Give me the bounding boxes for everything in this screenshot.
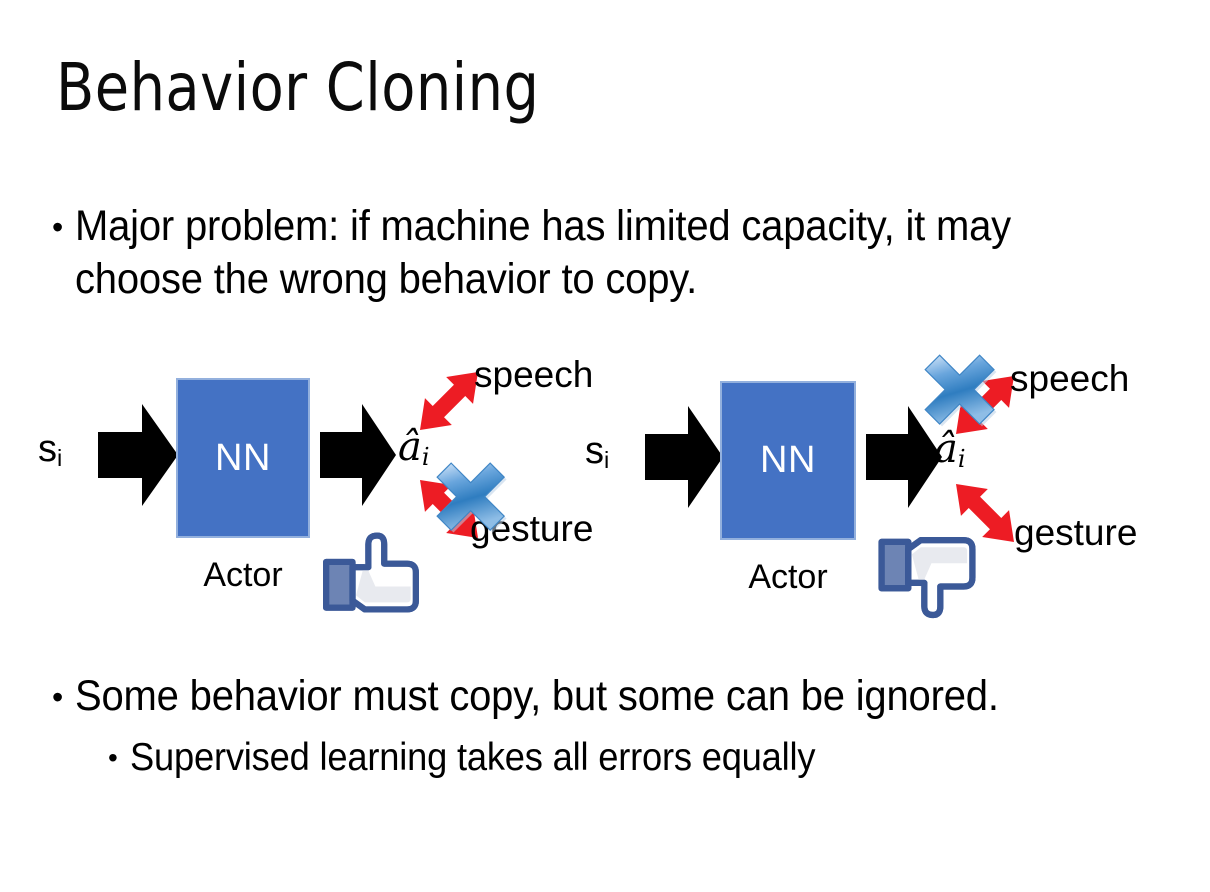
state-symbol: s — [38, 428, 57, 470]
state-subscript: i — [604, 447, 610, 474]
action-subscript: i — [421, 443, 430, 472]
nn-box-label: NN — [215, 436, 271, 479]
state-label-left: si — [38, 428, 62, 471]
nn-box-left: NN — [176, 378, 310, 538]
branch-label-left-speech: speech — [474, 354, 594, 395]
nn-box-label: NN — [760, 439, 816, 481]
state-subscript: i — [57, 445, 63, 472]
bullet-text-2: Some behavior must copy, but some can be… — [75, 672, 999, 720]
action-label-left: âi — [398, 424, 430, 472]
state-label-right: si — [585, 430, 609, 473]
input-arrow-left-icon — [98, 400, 178, 510]
actor-caption-right: Actor — [748, 558, 828, 596]
branch-arrow-left-speech-icon — [404, 352, 494, 450]
branch-arrow-right-gesture-icon — [940, 464, 1030, 562]
bullet-marker-icon: • — [52, 679, 64, 715]
bullet-item-1: • Major problem: if machine has limited … — [52, 200, 1142, 306]
cross-out-right-speech-icon — [922, 352, 1002, 437]
thumbs-down-icon — [878, 528, 976, 625]
bullet-marker-icon: • — [108, 742, 118, 773]
branch-label-right-gesture: gesture — [1014, 512, 1138, 553]
action-subscript: i — [957, 445, 966, 474]
bullet-item-2: • Some behavior must copy, but some can … — [52, 670, 1172, 724]
bullet-text-3: Supervised learning takes all errors equ… — [129, 736, 816, 779]
action-symbol: â — [398, 424, 422, 470]
nn-box-right: NN — [720, 381, 856, 540]
action-label-right: âi — [934, 426, 966, 474]
page-title: Behavior Cloning — [56, 49, 540, 126]
output-arrow-left-icon — [320, 400, 396, 510]
output-arrow-right-icon — [866, 402, 942, 512]
state-symbol: s — [585, 430, 604, 472]
actor-caption-left: Actor — [203, 556, 283, 594]
thumbs-up-icon — [322, 532, 420, 625]
cross-out-left-gesture-icon — [434, 460, 512, 543]
bullet-text-1: Major problem: if machine has limited ca… — [75, 202, 1012, 303]
input-arrow-right-icon — [645, 402, 723, 512]
bullet-item-3: • Supervised learning takes all errors e… — [108, 733, 1168, 783]
action-symbol: â — [934, 426, 958, 472]
bullet-marker-icon: • — [52, 209, 64, 245]
branch-label-right-speech: speech — [1010, 358, 1130, 399]
